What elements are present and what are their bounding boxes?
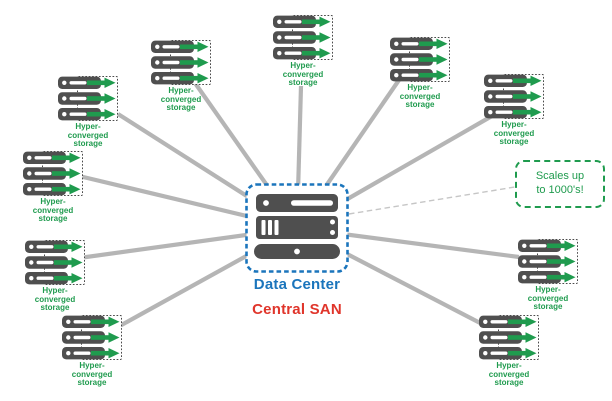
green-right-arrow-icon [180,41,209,84]
hyperconverged-storage-icon [390,37,450,82]
storage-node-label-line: storage [38,214,68,224]
storage-node-label-line: storage [499,137,529,147]
green-right-arrow-icon [419,38,448,81]
storage-node-label-line: Hyper- [290,61,316,70]
green-right-arrow-icon [52,152,81,195]
data-center-unit [245,183,349,278]
storage-node-label-line: storage [494,378,524,388]
storage-node-label-line: converged [32,205,74,215]
hyperconverged-storage-icon [484,74,544,119]
green-right-arrow-icon [54,241,83,284]
storage-node-label-line: Hyper- [42,286,68,295]
storage-node-label-line: converged [282,69,324,79]
storage-node-label-line: storage [166,103,196,113]
storage-node-label-line: converged [34,294,76,304]
hyperconverged-storage-icon [151,40,211,85]
green-right-arrow-icon [91,316,120,359]
storage-node-label-line: Hyper- [496,361,522,370]
green-right-arrow-icon [547,240,576,283]
storage-node-label-line: converged [67,130,109,140]
storage-node-label-line: converged [488,369,530,379]
scales-callout-line: Scales up [535,170,585,182]
storage-node-label-line: storage [40,303,70,313]
storage-node-label-line: storage [533,302,563,312]
storage-node-label-line: storage [77,378,107,388]
storage-node-label-line: converged [399,91,441,101]
storage-node-label-line: converged [160,94,202,104]
green-right-arrow-icon [513,75,542,118]
data-center-label: Data Center [253,276,341,293]
storage-node-label-line: Hyper- [75,122,101,131]
storage-node-label-line: converged [71,369,113,379]
hyperconverged-storage-icon [62,315,122,360]
scales-callout-line: to 1000's! [536,183,584,196]
scales-callout-connector-line [348,186,516,215]
green-right-arrow-icon [508,316,537,359]
storage-node-label-line: storage [288,78,318,88]
server-bar [273,15,316,60]
storage-node-label-line: Hyper- [168,86,194,95]
storage-node-label-line: converged [527,293,569,303]
hyperconverged-storage-icon [25,240,85,285]
hyperconverged-storage-icon [479,315,539,360]
storage-node-label-line: storage [405,100,435,110]
green-right-arrow-icon [302,16,331,59]
green-right-arrow-icon [87,77,116,120]
storage-node-label-line: Hyper- [407,83,433,92]
hyperconverged-storage-icon [518,239,578,284]
storage-node-label-line: Hyper- [501,120,527,129]
storage-node-label-line: Hyper- [535,285,561,294]
hyperconverged-storage-icon [273,15,333,60]
central-san-server-stack-icon [245,183,349,273]
central-san-label: Central SAN [252,301,342,318]
storage-node-label-line: storage [73,139,103,149]
storage-node-label-line: Hyper- [79,361,105,370]
hyperconverged-storage-icon [58,76,118,121]
storage-node-label-line: converged [493,128,535,138]
hyperconverged-storage-icon [23,151,83,196]
storage-node-label-line: Hyper- [40,197,66,206]
